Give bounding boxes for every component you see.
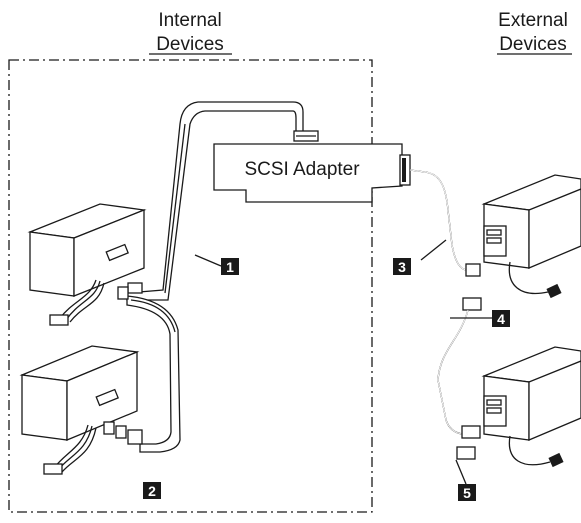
external-terminator: [455, 446, 476, 485]
callout-4: 4: [492, 310, 510, 327]
external-devices-header: External Devices: [497, 10, 572, 55]
cable-3-external: [409, 169, 481, 277]
cable-4-external: [437, 297, 492, 439]
callout-5-label: 5: [463, 485, 471, 501]
callout-3-label: 3: [398, 259, 406, 275]
scsi-adapter-card: SCSI Adapter: [213, 143, 411, 203]
callout-2: 2: [143, 482, 161, 499]
internal-device-2: [19, 345, 143, 475]
callout-5: 5: [458, 484, 476, 501]
device-2-terminator-2: [115, 425, 127, 439]
external-device-2: [481, 346, 581, 468]
device-2-terminator-1: [103, 421, 115, 435]
internal-enclosure-boundary: [8, 59, 373, 513]
cable-3-device-connector: [465, 263, 481, 277]
device-2-front-slot: [95, 388, 119, 407]
device-1-scsi-connector-plug: [117, 286, 129, 300]
external-header-line2: Devices: [499, 34, 567, 55]
internal-devices-header: Internal Devices: [149, 10, 232, 55]
internal-header-line2: Devices: [156, 34, 224, 55]
external-header-line1: External: [498, 10, 568, 31]
callout-1: 1: [194, 254, 239, 275]
cable-4-bottom-connector: [461, 425, 481, 439]
internal-header-line1: Internal: [158, 10, 221, 31]
device-1-scsi-connector: [127, 282, 143, 294]
cable-2-ribbon: [126, 295, 181, 453]
device-1-front-slot: [105, 243, 129, 262]
cable-4-top-connector: [462, 297, 482, 311]
callout-3: 3: [393, 258, 411, 275]
scsi-adapter-label: SCSI Adapter: [244, 159, 360, 180]
ext-device-1-power-plug: [546, 283, 562, 299]
ext-device-2-power-plug: [548, 452, 564, 468]
device-2-power-plug: [43, 463, 63, 475]
internal-device-1: [27, 203, 147, 326]
external-device-1: [481, 174, 581, 299]
device-1-power-plug: [49, 314, 69, 326]
device-2-scsi-connector: [127, 429, 143, 445]
callout-2-label: 2: [148, 483, 156, 499]
callout-1-label: 1: [226, 259, 234, 275]
callout-4-label: 4: [497, 311, 505, 327]
